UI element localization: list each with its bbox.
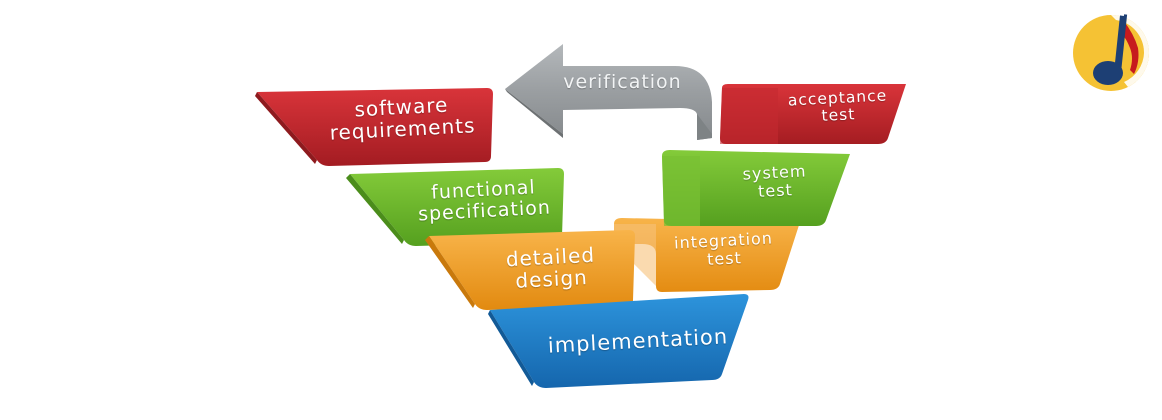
music-note-logo-icon	[1068, 8, 1154, 94]
verification-label: verification	[563, 71, 682, 93]
block-acceptance-test: acceptance test	[718, 82, 908, 148]
verification-arrow: verification	[505, 42, 720, 142]
block-system-test: system test	[660, 148, 852, 230]
left-arrow-icon	[505, 44, 712, 140]
block-implementation: implementation	[488, 290, 750, 390]
block-software-requirements: software requirements	[255, 86, 495, 166]
block-functional-specification: functional specification	[346, 164, 566, 246]
block-detailed-design: detailed design	[425, 224, 637, 310]
